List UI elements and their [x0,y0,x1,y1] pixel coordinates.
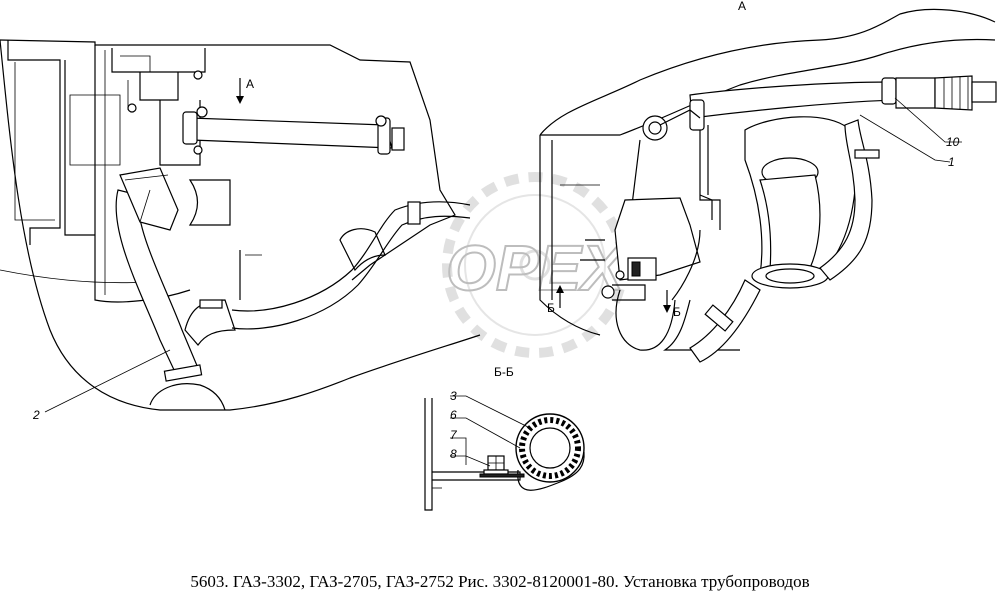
callout-10: 10 [946,135,960,149]
callout-8: 8 [450,447,457,461]
center-bracket-assembly [556,109,713,351]
hose-2 [115,167,236,411]
figure-caption: 5603. ГАЗ-3302, ГАЗ-2705, ГАЗ-2752 Рис. … [190,572,810,591]
lower-right-hose [689,279,761,363]
view-a-top-label: А [738,0,746,13]
exhaust-pipe [744,116,856,289]
callout-1: 1 [948,155,955,169]
upper-pipe [182,106,421,272]
hose-1 [689,75,997,281]
view-a-arrow-label: А [246,77,254,91]
callout-6: 6 [450,408,457,422]
section-b-label-left: Б [547,301,555,315]
engine-body-outline [0,39,481,411]
long-pipe [231,201,471,330]
callout-leaders [44,97,962,467]
watermark-text: OPEX [446,232,627,304]
section-title: Б-Б [494,365,514,379]
section-b-label-right: Б [673,305,681,319]
callout-2: 2 [32,408,40,422]
view-a-arrow-left [236,78,244,104]
section-b-b-detail [424,398,585,511]
callout-3: 3 [450,389,457,403]
callout-7: 7 [450,428,458,442]
frame-right-outline [539,8,996,351]
